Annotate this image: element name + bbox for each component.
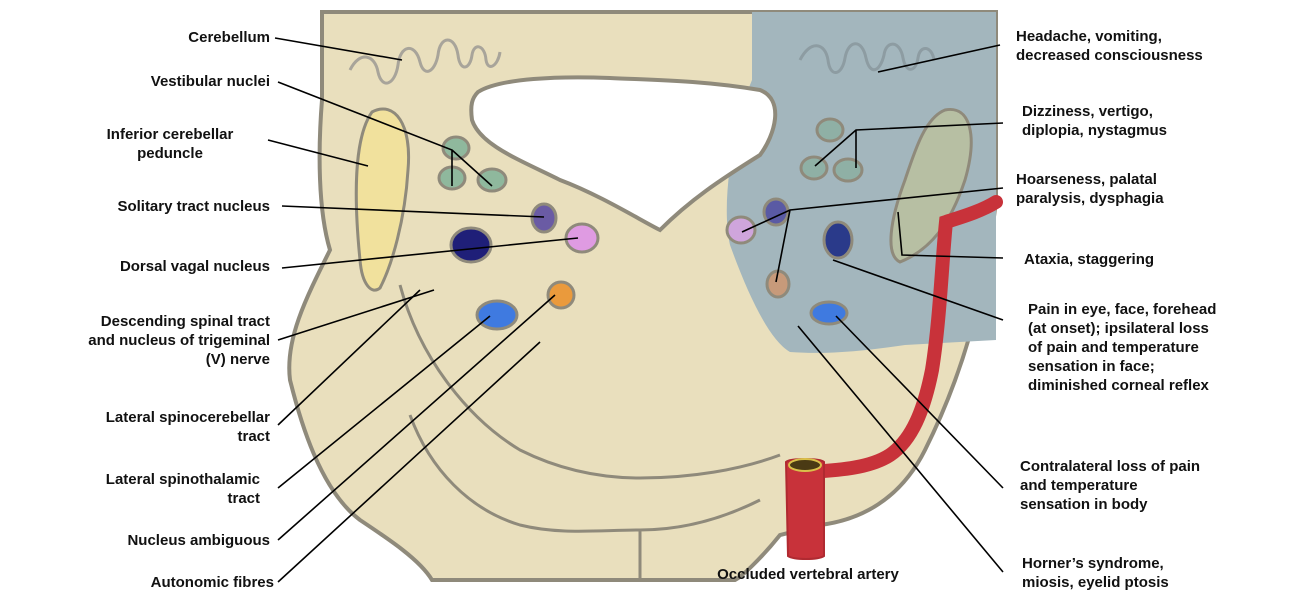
dorsal-vagal-nucleus-left [451, 228, 491, 262]
dorsal-vagal-nucleus-right [824, 222, 852, 258]
label-solitary-tract-nucleus: Solitary tract nucleus [40, 197, 270, 216]
label-contralateral-loss: Contralateral loss of pain and temperatu… [1020, 457, 1290, 514]
solitary-tract-nucleus-left [532, 204, 556, 232]
label-hoarseness: Hoarseness, palatal paralysis, dysphagia [1016, 170, 1286, 208]
label-nucleus-ambiguous: Nucleus ambiguous [20, 531, 270, 550]
label-pain-in-eye: Pain in eye, face, forehead (at onset); … [1028, 300, 1302, 395]
vestibular-nucleus-left-3 [478, 169, 506, 191]
label-dizziness: Dizziness, vertigo, diplopia, nystagmus [1022, 102, 1292, 140]
vertebral-artery-trunk [786, 459, 824, 559]
label-lateral-spinothalamic-tract: Lateral spinothalamic tract [20, 470, 260, 508]
label-descending-spinal-tract: Descending spinal tract and nucleus of t… [20, 312, 270, 369]
label-cerebellum: Cerebellum [110, 28, 270, 47]
spinothalamic-tract-left [477, 301, 517, 329]
label-dorsal-vagal-nucleus: Dorsal vagal nucleus [40, 257, 270, 276]
vestibular-nucleus-right-3 [834, 159, 862, 181]
label-ataxia: Ataxia, staggering [1024, 250, 1294, 269]
label-vestibular-nuclei: Vestibular nuclei [70, 72, 270, 91]
vestibular-nucleus-right-2 [801, 157, 827, 179]
label-lateral-spinocerebellar-tract: Lateral spinocerebellar tract [20, 408, 270, 446]
nucleus-ambiguus-left [548, 282, 574, 308]
occlusion-clot [789, 459, 821, 471]
label-inferior-cerebellar-peduncle: Inferior cerebellar peduncle [70, 125, 270, 163]
label-horners-syndrome: Horner’s syndrome, miosis, eyelid ptosis [1022, 554, 1292, 592]
label-occluded-vertebral-artery: Occluded vertebral artery [672, 565, 944, 584]
label-headache: Headache, vomiting, decreased consciousn… [1016, 27, 1300, 65]
label-autonomic-fibres: Autonomic fibres [20, 573, 274, 592]
pink-nucleus-right [727, 217, 755, 243]
vestibular-nucleus-right-1 [817, 119, 843, 141]
